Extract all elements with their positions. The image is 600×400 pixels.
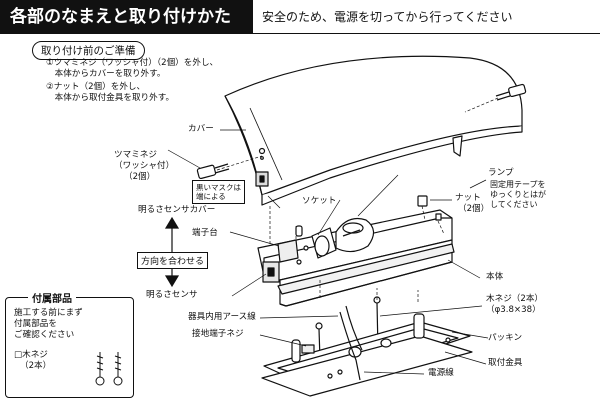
knob-screw-right — [495, 83, 527, 101]
accessories-note-line3: ご確認ください — [14, 330, 75, 340]
prep-heading: 取り付け前のご準備 — [32, 41, 145, 60]
label-wood-screw-size: （φ3.8×38） — [486, 305, 541, 315]
lamp-note-line2: ゆっくりとはが — [490, 190, 546, 199]
lamp-note-line3: してください — [490, 200, 538, 209]
label-socket: ソケット — [302, 196, 337, 206]
nut-shape — [417, 195, 428, 207]
label-knob-screw: ツマミネジ — [114, 150, 157, 160]
label-ground-screw: 接地端子ネジ — [192, 329, 244, 339]
mask-note-line1: 黒いマスクは — [196, 183, 241, 192]
accessories-box: 付属部品 施工する前にまず 付属部品を ご確認ください □木ネジ （2本） — [5, 290, 134, 398]
label-mounting-bracket: 取付金具 — [488, 358, 523, 368]
accessories-item: □木ネジ — [14, 350, 48, 360]
label-nut: ナット — [455, 193, 481, 203]
label-cover: カバー — [188, 124, 214, 134]
accessory-screws — [95, 352, 123, 386]
prep-step1-line1: ①ツマミネジ（ワッシャ付）（2個）を外し、 — [46, 58, 219, 68]
label-ground-wire: 器具内用アース線 — [188, 312, 256, 322]
label-sensor-cover: 明るさセンサカバー — [138, 205, 216, 215]
cover-shape — [224, 55, 523, 196]
label-lamp: ランプ — [488, 168, 514, 178]
label-knob-screw-count: （2個） — [124, 172, 156, 182]
mask-note-box: 黒いマスクは 端による — [192, 180, 245, 204]
safety-notice: 安全のため、電源を切ってから行ってください — [262, 10, 513, 24]
label-main-body: 本体 — [486, 272, 504, 282]
prep-step2-line1: ②ナット（2個）を外し、 — [46, 82, 146, 92]
page-title: 各部のなまえと取り付けかた — [0, 0, 253, 34]
label-nut-count: （2個） — [458, 204, 490, 214]
header-divider — [253, 33, 600, 34]
accessories-note-line2: 付属部品を — [14, 319, 57, 329]
page-header: 各部のなまえと取り付けかた 安全のため、電源を切ってから行ってください — [0, 0, 600, 34]
label-terminal-block: 端子台 — [192, 228, 218, 238]
accessories-title: 付属部品 — [28, 290, 76, 305]
accessories-item-count: （2本） — [20, 361, 52, 371]
label-power-wire: 電源線 — [428, 368, 454, 378]
accessories-note-line1: 施工する前にまず — [14, 308, 83, 318]
label-knob-screw-washer: （ワッシャ付） — [114, 161, 175, 171]
label-wood-screw: 木ネジ（2本） — [486, 294, 544, 304]
mask-note-line2: 端による — [196, 192, 226, 201]
align-direction-box: 方向を合わせる — [137, 252, 209, 269]
prep-step1-line2: 本体からカバーを取り外す。 — [46, 69, 166, 79]
label-packing: パッキン — [488, 333, 523, 343]
label-brightness-sensor: 明るさセンサ — [146, 290, 198, 300]
mounting-bracket-shape — [261, 335, 473, 397]
lamp-note-line1: 固定用テープを — [490, 180, 546, 189]
knob-screw-left — [196, 163, 230, 180]
prep-step2-line2: 本体から取付金具を取り外す。 — [46, 93, 175, 103]
